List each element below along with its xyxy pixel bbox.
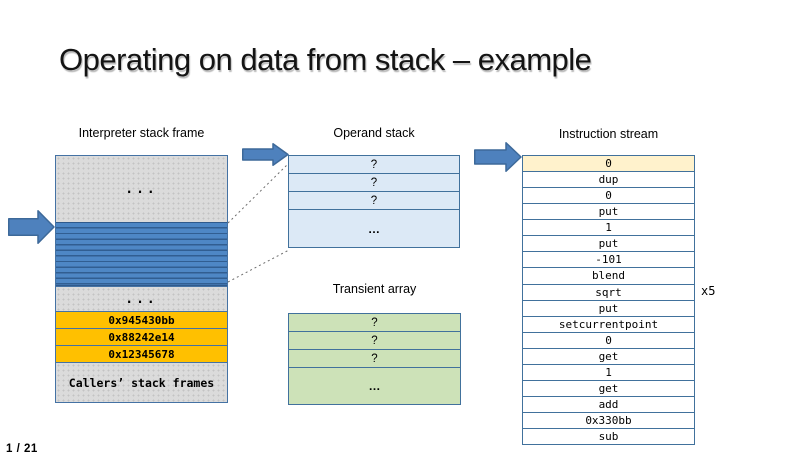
instruction-row: put [523, 203, 694, 219]
instruction-row: dup [523, 171, 694, 187]
frame-pointer-arrow-icon [8, 210, 55, 244]
frame-upper-region: ... [56, 156, 227, 222]
operand-stack-pointer-arrow-icon [242, 143, 289, 166]
callers-stack-frames-text: Callers’ stack frames [68, 375, 215, 390]
instruction-row: put [523, 235, 694, 251]
instruction-row: 1 [523, 363, 694, 380]
operand-slot: ? [289, 192, 459, 210]
frame-upper-ellipsis: ... [125, 181, 158, 197]
operand-more-row: … [368, 221, 380, 236]
instruction-row: add [523, 395, 694, 412]
frame-middle-region: ... [56, 286, 227, 311]
transient-slots: ??? [289, 314, 460, 368]
frame-middle-ellipsis: ... [125, 291, 158, 307]
instruction-row: setcurrentpoint [523, 315, 694, 332]
operand-slot: ? [289, 156, 459, 174]
transient-array-label: Transient array [332, 282, 417, 296]
hex-value-row: 0x88242e14 [56, 328, 227, 345]
repeat-annotation: x5 [701, 284, 716, 298]
instruction-row: 0x330bb [523, 412, 694, 428]
transient-slot: ? [289, 332, 460, 350]
transient-slot: ? [289, 350, 460, 368]
frame-stack-slots-region [56, 222, 227, 286]
instruction-row: sqrt [523, 283, 694, 300]
instruction-stream-label: Instruction stream [558, 127, 659, 141]
hex-value-row: 0x945430bb [56, 311, 227, 328]
transient-more-row: … [368, 379, 381, 393]
operand-stack-box: ??? … [288, 155, 460, 248]
instruction-row: put [523, 299, 694, 316]
page-indicator: 1 / 21 [6, 443, 38, 455]
instruction-row: get [523, 347, 694, 364]
instruction-row: 0 [523, 331, 694, 348]
instruction-row: 0 [523, 156, 694, 172]
hex-value-row: 0x12345678 [56, 345, 227, 362]
operand-slot: ? [289, 174, 459, 192]
slide-title: Operating on data from stack – example [59, 42, 592, 77]
operand-stack-label: Operand stack [333, 126, 415, 140]
transient-array-box: ??? … [288, 313, 461, 405]
instruction-pointer-arrow-icon [474, 142, 522, 172]
instruction-row: blend [523, 267, 694, 283]
transient-slot: ? [289, 314, 460, 332]
frame-callers-region: Callers’ stack frames [56, 362, 227, 402]
instruction-row: 0 [523, 187, 694, 203]
operand-slots: ??? [289, 156, 459, 210]
instruction-row: sub [523, 428, 694, 444]
instruction-row: 1 [523, 219, 694, 235]
interpreter-frame-label: Interpreter stack frame [78, 126, 205, 140]
instruction-row: -101 [523, 251, 694, 267]
instruction-row: get [523, 379, 694, 396]
